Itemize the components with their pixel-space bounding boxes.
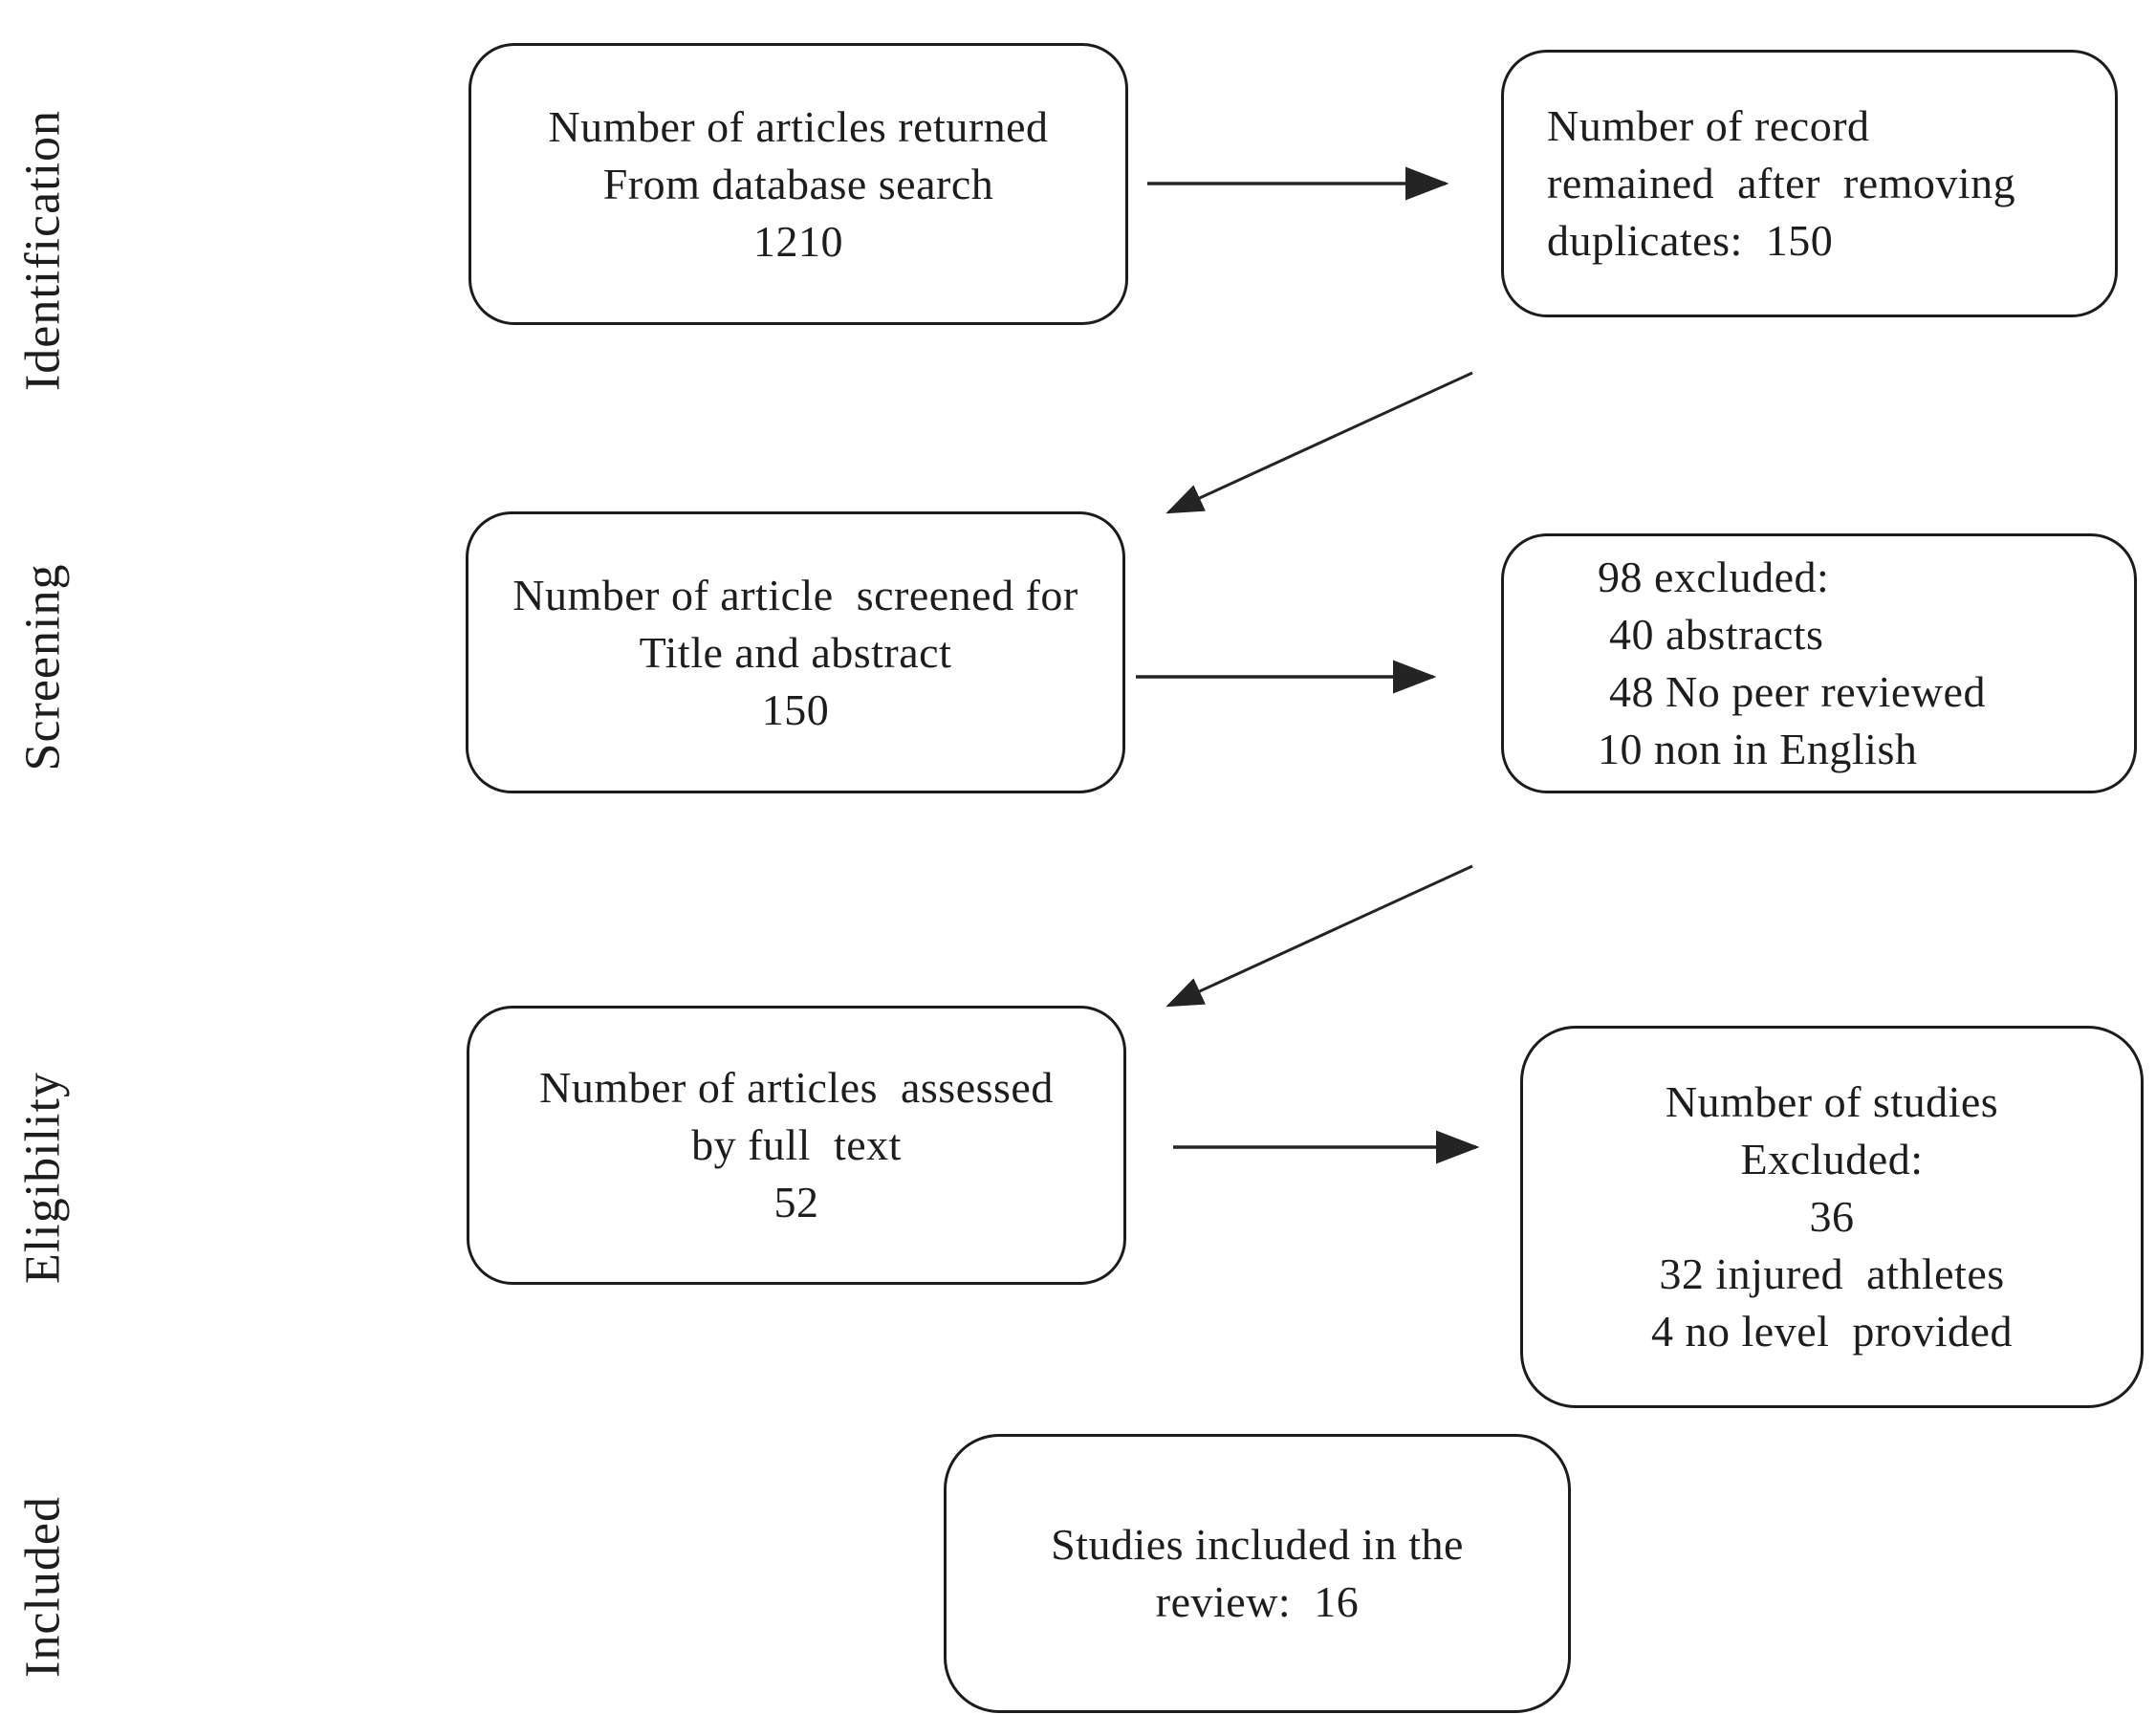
box-full-text-assessed-text: Number of articles assessed by full text… (539, 1063, 1054, 1226)
box-duplicates-removed: Number of record remained after removing… (1501, 50, 2118, 317)
box-records-identified-text: Number of articles returned From databas… (548, 101, 1049, 266)
box-screening-excluded-text: 98 excluded: 40 abstracts 48 No peer rev… (1598, 553, 1986, 773)
box-included-studies: Studies included in the review: 16 (944, 1434, 1571, 1713)
stage-label-identification: Identification (15, 109, 71, 392)
arrow-deduplicated-to-screened (1165, 371, 1473, 514)
box-records-identified: Number of articles returned From databas… (468, 43, 1128, 325)
stage-label-screening: Screening (15, 563, 71, 771)
box-eligibility-excluded: Number of studies Excluded: 36 32 injure… (1520, 1026, 2144, 1408)
stage-label-eligibility: Eligibility (15, 1072, 71, 1284)
box-title-abstract-screened-text: Number of article screened for Title and… (512, 570, 1078, 734)
box-duplicates-removed-text: Number of record remained after removing… (1547, 101, 2016, 265)
box-eligibility-excluded-text: Number of studies Excluded: 36 32 injure… (1651, 1077, 2013, 1356)
stage-label-included: Included (15, 1496, 71, 1678)
box-included-studies-text: Studies included in the review: 16 (1051, 1520, 1464, 1626)
box-screening-excluded: 98 excluded: 40 abstracts 48 No peer rev… (1501, 533, 2137, 793)
box-title-abstract-screened: Number of article screened for Title and… (466, 511, 1125, 793)
arrow-excluded-to-fulltext (1165, 864, 1473, 1008)
box-full-text-assessed: Number of articles assessed by full text… (467, 1006, 1126, 1285)
